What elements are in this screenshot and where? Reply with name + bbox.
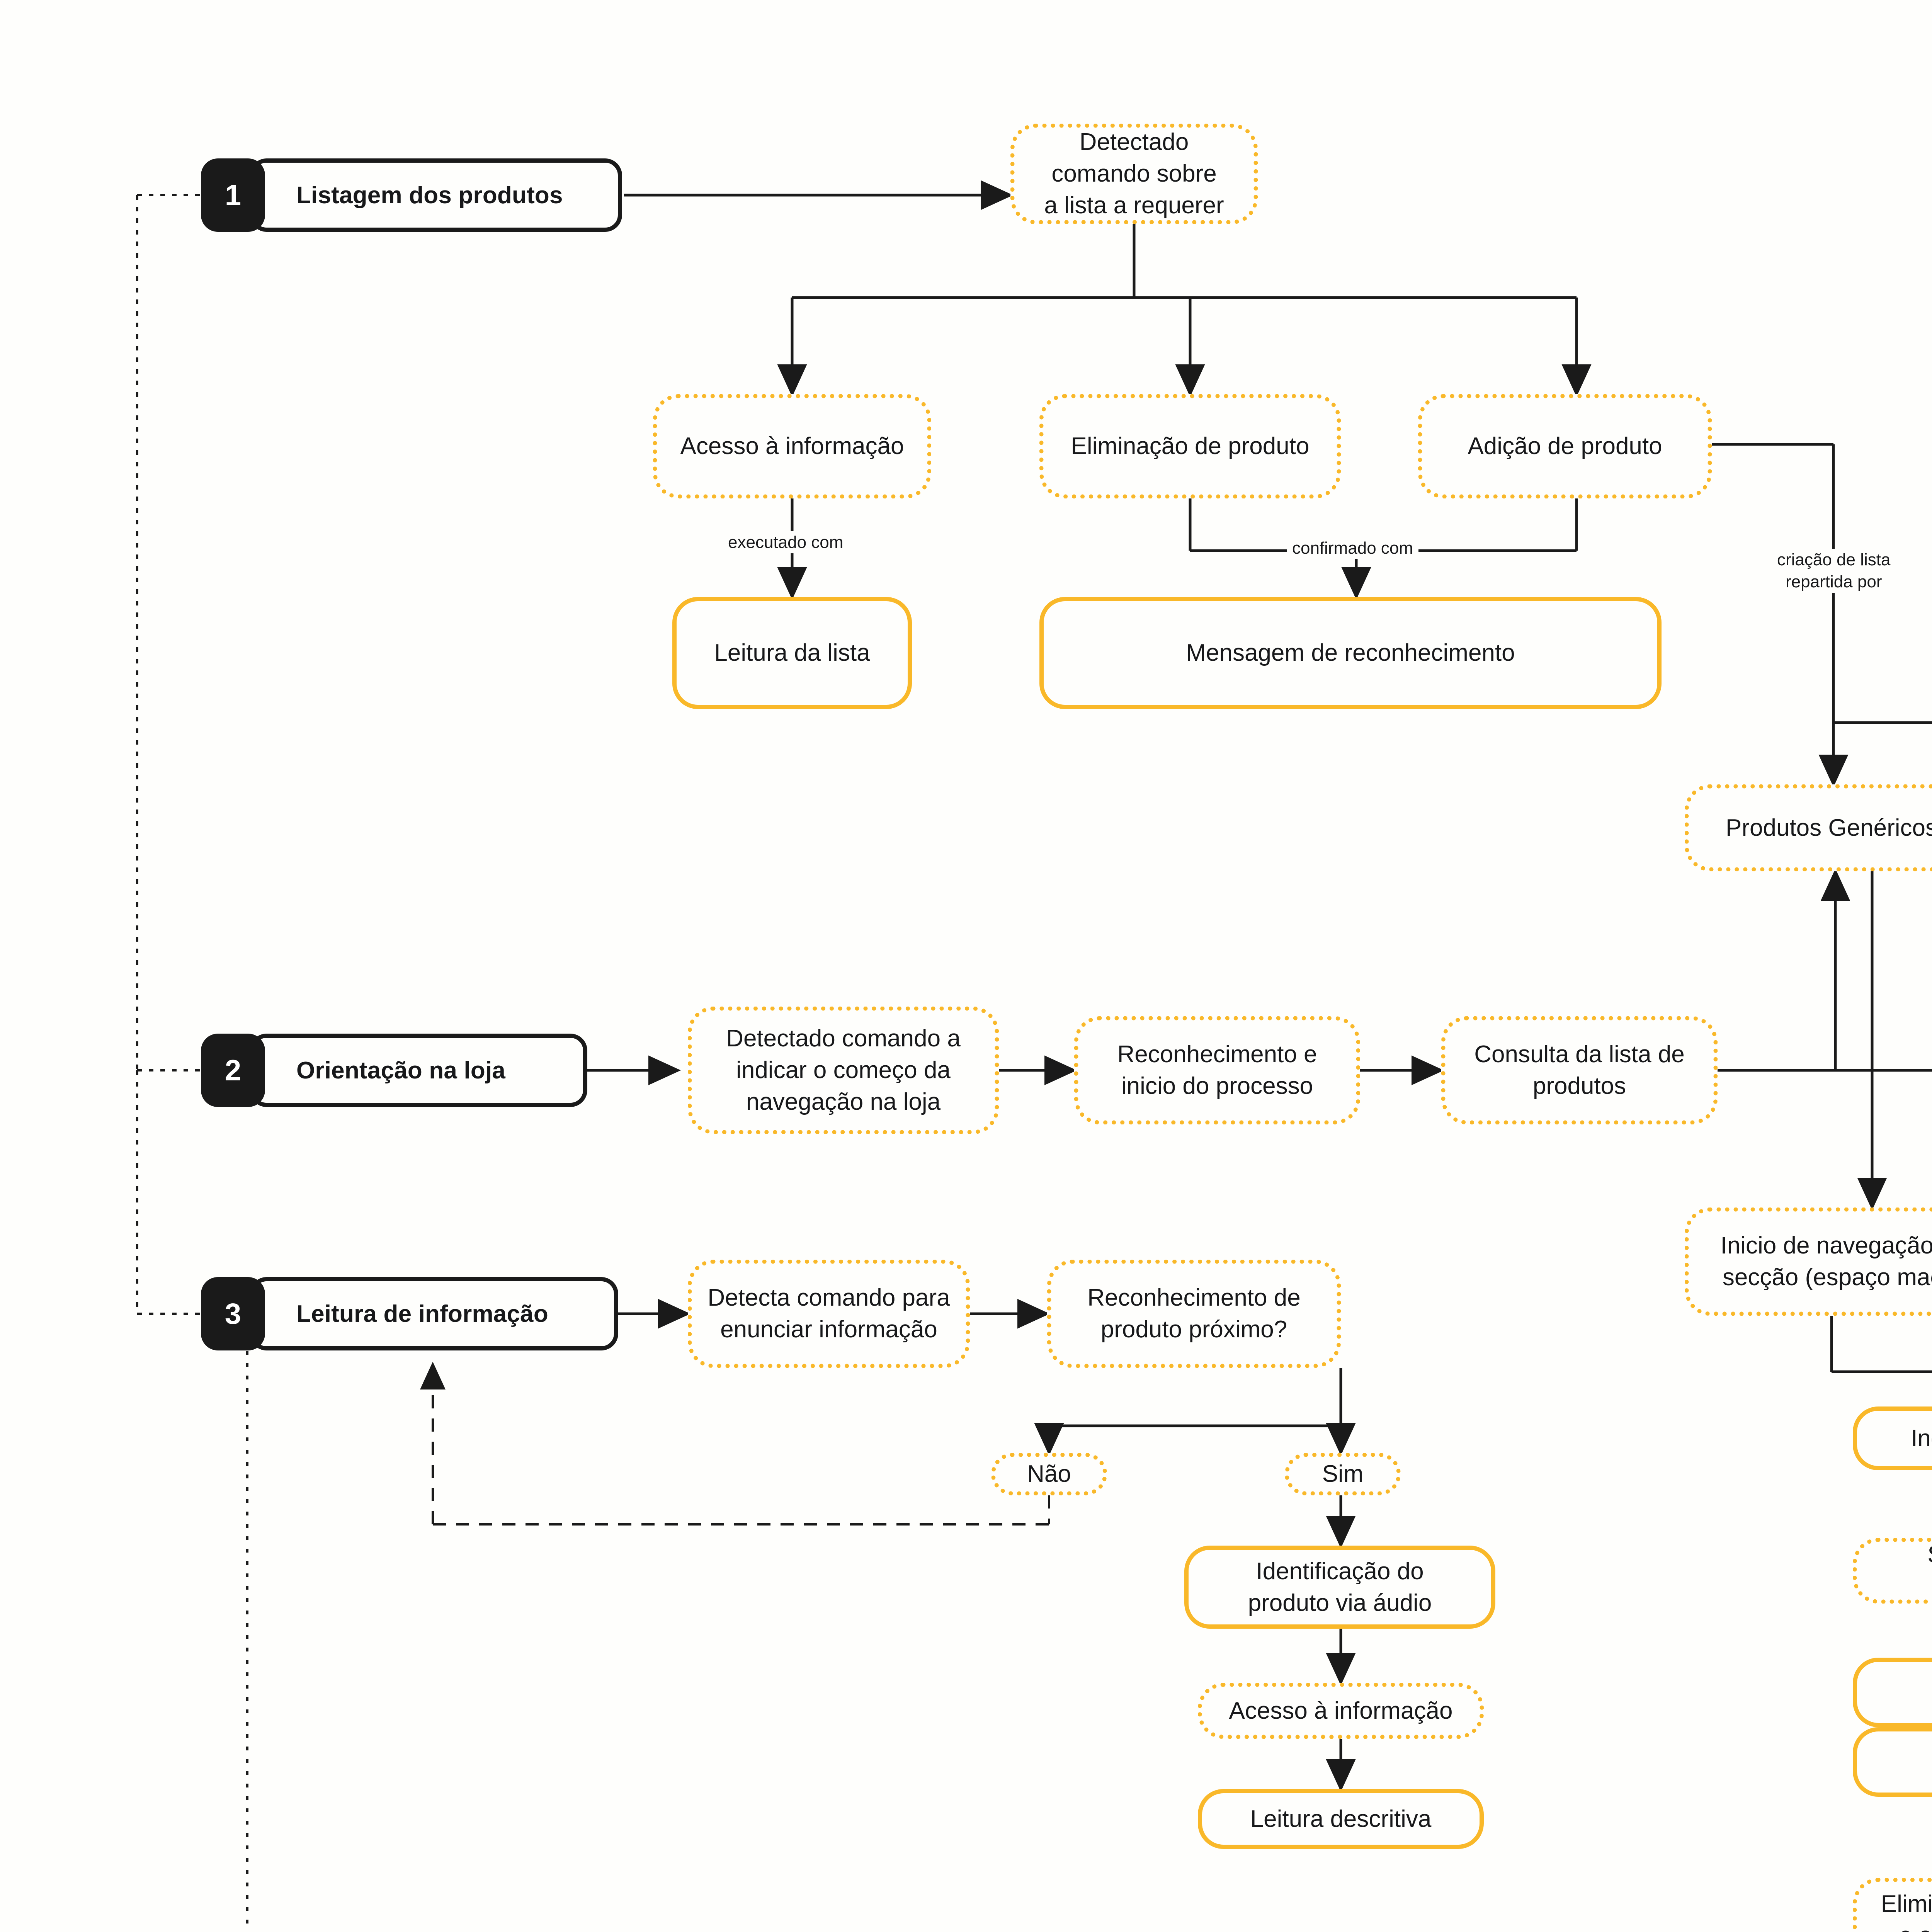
- edge-label-confirmado-com: confirmado com: [1287, 537, 1419, 560]
- node-vibracao: Vibração: [1853, 1727, 1932, 1797]
- node-indicacoes-luz: Indicações via luz: [1853, 1406, 1932, 1470]
- edge-label-executado-com: executado com: [723, 531, 849, 554]
- section-label-1: Listagem dos produtos: [250, 158, 622, 232]
- section-bar-1[interactable]: 1 Listagem dos produtos: [201, 158, 622, 232]
- section-label-3: Leitura de informação: [250, 1277, 618, 1350]
- node-detecta-comando-enunciar: Detecta comando para enunciar informação: [688, 1260, 970, 1368]
- node-identificacao-audio: Identificação do produto via áudio: [1184, 1546, 1495, 1629]
- section-bar-3[interactable]: 3 Leitura de informação: [201, 1277, 618, 1350]
- node-reconhecimento-inicio: Reconhecimento e inicio do processo: [1074, 1016, 1360, 1124]
- node-produtos-genericos: Produtos Genéricos: [1685, 784, 1932, 871]
- section-number-3: 3: [201, 1277, 265, 1350]
- node-leitura-da-lista: Leitura da lista: [672, 597, 912, 709]
- node-mensagem-reconhecimento: Mensagem de reconhecimento: [1039, 597, 1662, 709]
- section-number-2: 2: [201, 1034, 265, 1107]
- node-acesso-informacao-2: Acesso à informação: [1198, 1683, 1484, 1739]
- node-nav-seccao: Inicio de navegação até secção (espaço m…: [1685, 1208, 1932, 1316]
- section-bar-2[interactable]: 2 Orientação na loja: [201, 1034, 587, 1107]
- node-nao-3: Não: [991, 1453, 1107, 1495]
- edge-label-criacao-lista: criação de lista repartida por: [1772, 549, 1896, 593]
- node-consulta-lista: Consulta da lista de produtos: [1441, 1016, 1718, 1124]
- node-detectado-comando-navegacao: Detectado comando a indicar o começo da …: [688, 1007, 999, 1134]
- section-label-2: Orientação na loja: [250, 1034, 587, 1107]
- node-acesso-informacao-1: Acesso à informação: [653, 394, 931, 498]
- node-elimina-produto: Elimina produto da lista e aguarda coman…: [1853, 1878, 1932, 1932]
- node-adicao-produto: Adição de produto: [1418, 394, 1712, 498]
- node-reconhecimento-proximo: Reconhecimento de produto próximo?: [1047, 1260, 1341, 1368]
- node-luzes: Luzes: [1853, 1658, 1932, 1727]
- node-sim-3: Sim: [1285, 1453, 1401, 1495]
- node-leitura-descritiva: Leitura descritiva: [1198, 1789, 1484, 1849]
- section-number-1: 1: [201, 158, 265, 232]
- node-sinalizacao-chegada: Sinalização de chegada: [1853, 1538, 1932, 1604]
- node-eliminacao-produto: Eliminação de produto: [1039, 394, 1341, 498]
- node-detectado-comando-lista: Detectado comando sobre a lista a requer…: [1010, 124, 1258, 224]
